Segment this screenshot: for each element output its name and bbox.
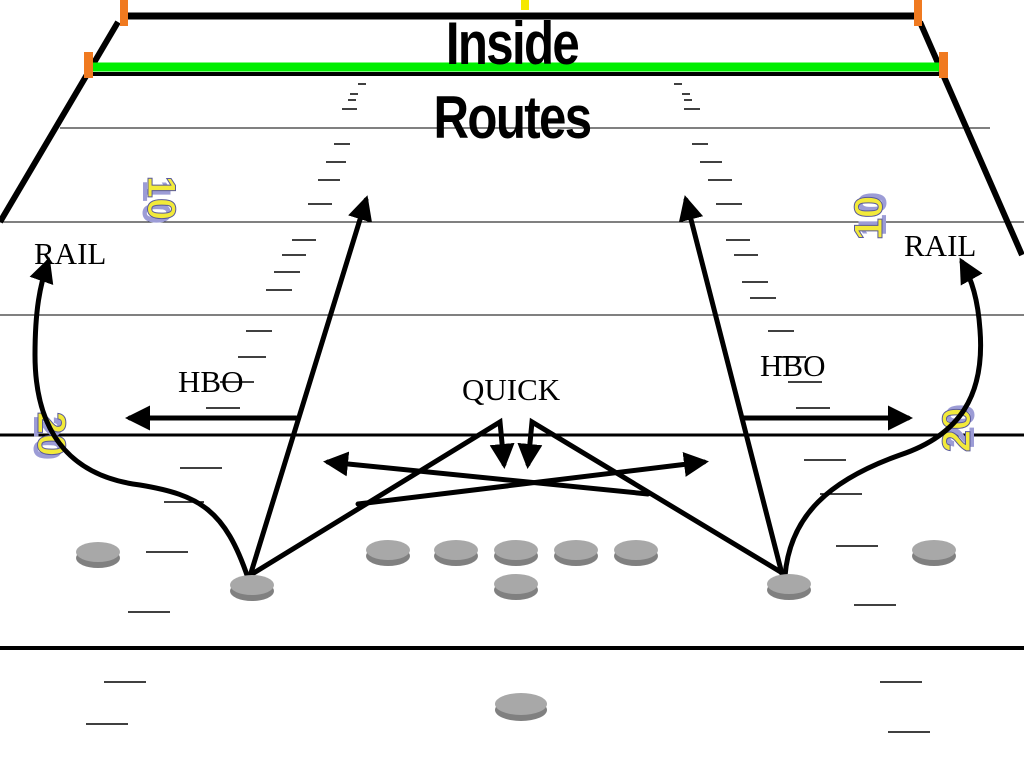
pylon-goal-right [939, 52, 948, 78]
route-labels: RAIL RAIL HBO HBO QUICK [34, 228, 976, 407]
player-right-slot [767, 574, 811, 600]
players [76, 540, 956, 721]
right-sideline [917, 20, 1024, 257]
player-lineman [366, 540, 410, 566]
yard-number-ten-left: 10 [139, 176, 183, 221]
player-right-wide [912, 540, 956, 566]
pylon-top-left [120, 0, 128, 26]
label-hbo-left: HBO [178, 364, 243, 399]
player-center [494, 540, 538, 566]
route-quick-left-angle [249, 417, 515, 577]
yard-lines [0, 127, 1024, 650]
yard-number-ten-right: 10 [847, 196, 891, 241]
route-rail-right [782, 257, 984, 579]
end-zone-lines [84, 0, 948, 78]
route-vertical-left [247, 195, 373, 579]
route-vertical-right [678, 195, 785, 577]
player-lineman [554, 540, 598, 566]
label-rail-right: RAIL [904, 228, 976, 263]
yard-number-shadow: 10 [134, 180, 178, 225]
route-rail-left [29, 257, 251, 581]
route-crosser-right [323, 451, 651, 497]
yard-numbers: 10 10 10 10 20 20 20 20 [25, 175, 983, 460]
player-lineman [434, 540, 478, 566]
goal-post-marker [521, 0, 529, 10]
label-quick: QUICK [462, 372, 561, 407]
pylon-goal-left [84, 52, 93, 78]
routes [29, 195, 984, 581]
route-quick-right-angle [517, 417, 787, 577]
player-quarterback [494, 574, 538, 600]
hash-marks-left [86, 83, 366, 725]
player-lineman [614, 540, 658, 566]
left-sideline [0, 20, 121, 224]
title-line-2: Routes [433, 84, 593, 151]
pylon-top-right [914, 0, 922, 26]
player-left-slot [230, 575, 274, 601]
yard-number-twenty-right: 20 [935, 408, 979, 453]
hash-marks-right [674, 83, 930, 733]
player-deep-back [495, 693, 547, 721]
label-hbo-right: HBO [760, 348, 825, 383]
yard-number-shadow: 10 [851, 192, 895, 237]
title-line-1: Inside [445, 10, 580, 77]
label-rail-left: RAIL [34, 236, 106, 271]
sidelines [0, 20, 1024, 257]
player-left-wide [76, 542, 120, 568]
